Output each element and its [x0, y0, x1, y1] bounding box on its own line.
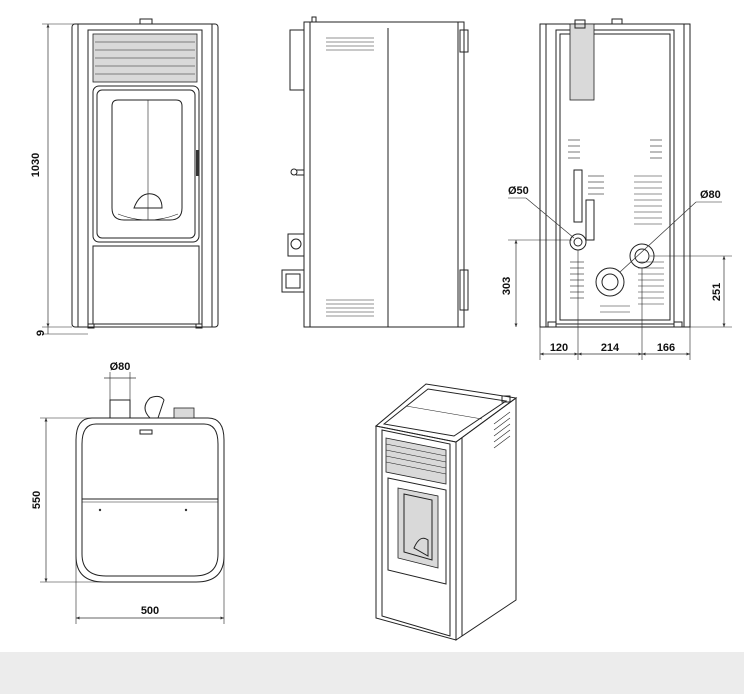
isometric-view — [374, 383, 518, 641]
iso-door — [387, 477, 447, 585]
rear-panel — [555, 29, 675, 325]
front-lower-panel — [92, 245, 200, 325]
rear-vent-slots — [568, 139, 664, 313]
front-door — [92, 85, 200, 243]
side-body-outline — [303, 21, 465, 328]
top-outline — [75, 417, 225, 583]
side-vent-top — [326, 37, 374, 51]
side-view — [281, 16, 469, 328]
dim-outlet-height: 251 — [711, 283, 723, 301]
top-flue-pipe — [109, 399, 131, 419]
dim-width: 500 — [141, 605, 159, 617]
rear-view: Ø50 Ø80 303 251 120 214 166 — [501, 18, 732, 360]
dim-depth: 550 — [31, 491, 43, 509]
top-view: Ø80 550 500 — [31, 361, 225, 624]
side-valve — [296, 169, 304, 176]
side-outlet-box — [281, 269, 305, 293]
front-top-cap — [139, 18, 153, 25]
dim-height-total: 1030 — [30, 153, 42, 177]
dim-feet: 9 — [35, 330, 47, 336]
dim-inlet-diameter: Ø50 — [508, 185, 529, 197]
dim-outlet-diameter-top: Ø80 — [110, 361, 131, 373]
dim-rear-spacing: 214 — [601, 342, 620, 354]
side-motor — [287, 233, 305, 257]
iso-side-vents — [493, 411, 511, 449]
dim-outlet-diameter-rear: Ø80 — [700, 189, 721, 201]
front-view: 1030 9 — [30, 18, 219, 336]
iso-grille — [385, 437, 447, 485]
side-vent-bottom — [326, 299, 374, 317]
side-rear-duct — [289, 29, 305, 91]
dim-inlet-height: 303 — [501, 277, 513, 295]
drawing-canvas: 1030 9 — [30, 16, 732, 641]
top-inlet-pipe — [144, 395, 165, 419]
iso-side — [455, 397, 517, 641]
dim-rear-offset-right: 166 — [657, 342, 675, 354]
rear-flue-duct — [569, 23, 595, 101]
front-panel — [87, 29, 203, 328]
footer-band — [0, 652, 744, 694]
front-glass — [111, 99, 183, 221]
rear-body-outline — [539, 23, 691, 328]
dim-rear-offset-left: 120 — [550, 342, 568, 354]
front-burn-pot — [133, 193, 163, 209]
top-control-box — [173, 407, 195, 419]
rear-fan — [595, 267, 625, 297]
